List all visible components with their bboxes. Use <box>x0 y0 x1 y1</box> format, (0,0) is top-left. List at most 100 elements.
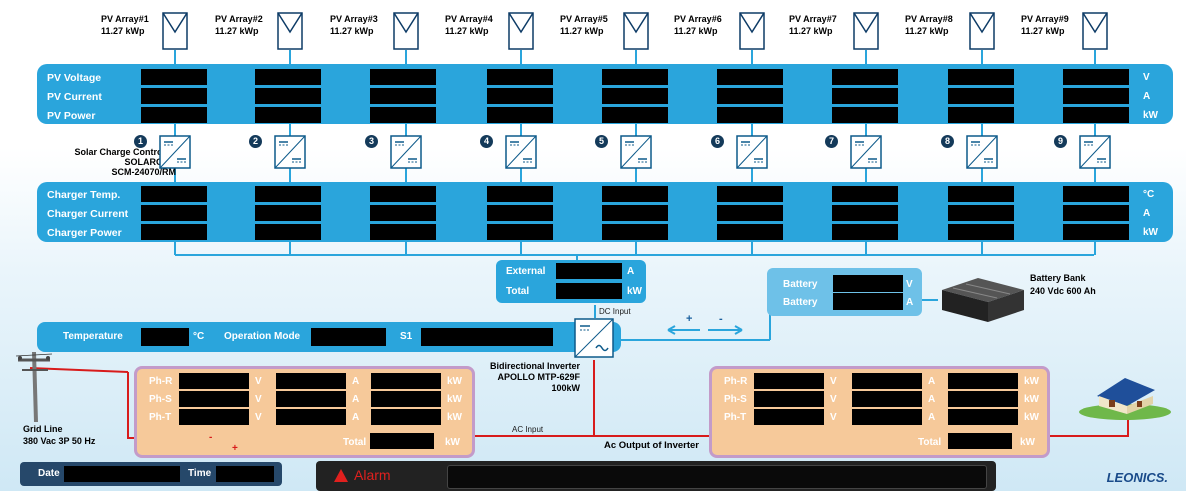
charger-value-cell <box>832 186 898 202</box>
charger-value-cell <box>602 205 668 221</box>
pv-value-cell <box>141 88 207 104</box>
phase-unit: A <box>352 412 360 423</box>
pv-value-cell <box>948 88 1014 104</box>
pv-value-cell <box>602 107 668 123</box>
controller-number-badge: 6 <box>711 135 724 148</box>
pv-voltage-unit: V <box>1143 72 1150 83</box>
charger-value-cell <box>370 205 436 221</box>
date-value <box>64 466 180 482</box>
pv-value-cell <box>948 107 1014 123</box>
pv-array-power: 11.27 kWp <box>101 26 145 36</box>
output-total-value <box>948 433 1012 449</box>
datetime-panel: Date Time <box>20 462 282 486</box>
phase-value-cell <box>948 409 1018 425</box>
dc-panel: External A Total kW <box>496 260 646 303</box>
battery-bank-line1: Battery Bank <box>1030 273 1086 283</box>
charger-value-cell <box>487 224 553 240</box>
controller-number-badge: 2 <box>249 135 262 148</box>
phase-value-cell <box>276 373 346 389</box>
pv-array-power: 11.27 kWp <box>1021 26 1065 36</box>
charge-controller-icon <box>159 135 191 169</box>
phase-value-cell <box>754 391 824 407</box>
dc-plus-sign: + <box>686 313 693 325</box>
solar-panel-icon <box>1082 12 1108 50</box>
pv-current-unit: A <box>1143 91 1151 102</box>
solar-panel-icon <box>277 12 303 50</box>
operation-mode-value <box>311 328 386 346</box>
charger-value-cell <box>832 224 898 240</box>
battery-bank-line2: 240 Vdc 600 Ah <box>1030 286 1096 296</box>
grid-total-unit: kW <box>445 437 460 448</box>
pv-array-label: PV Array#3 11.27 kWp <box>330 13 378 37</box>
phase-value-cell <box>852 409 922 425</box>
total-unit: kW <box>627 286 642 297</box>
ac-output-label: Ac Output of Inverter <box>604 440 700 451</box>
s1-label: S1 <box>400 331 413 342</box>
phase-unit: kW <box>1024 412 1039 423</box>
controller-number-badge: 9 <box>1054 135 1067 148</box>
battery-bank-label: Battery Bank 240 Vdc 600 Ah <box>1030 272 1096 298</box>
controller-number-badge: 3 <box>365 135 378 148</box>
controller-line2: SOLARCON <box>124 157 177 167</box>
pv-value-cell <box>602 88 668 104</box>
charge-controller-icon <box>274 135 306 169</box>
pv-value-cell <box>370 88 436 104</box>
pv-value-cell <box>832 107 898 123</box>
phase-unit: V <box>255 376 262 387</box>
external-unit: A <box>627 266 635 277</box>
charger-value-cell <box>602 224 668 240</box>
pv-value-cell <box>370 69 436 85</box>
charge-controller-icon <box>620 135 652 169</box>
phase-value-cell <box>276 409 346 425</box>
phase-value-cell <box>371 409 441 425</box>
controller-line3: SCM-24070/RM <box>111 167 176 177</box>
temperature-value <box>141 328 189 346</box>
charger-value-cell <box>141 186 207 202</box>
pv-array-power: 11.27 kWp <box>789 26 833 36</box>
dc-minus-sign: - <box>719 313 723 325</box>
phase-value-cell <box>852 373 922 389</box>
solar-panel-icon <box>623 12 649 50</box>
phase-value-cell <box>179 391 249 407</box>
s1-value <box>421 328 553 346</box>
external-label: External <box>506 266 546 277</box>
pv-value-cell <box>255 69 321 85</box>
pv-power-unit: kW <box>1143 110 1158 121</box>
alarm-bar: Alarm <box>316 461 996 491</box>
charge-controller-icon <box>505 135 537 169</box>
dc-input-label: DC Input <box>599 307 631 316</box>
charger-value-cell <box>948 186 1014 202</box>
leonics-logo: LEONICS. <box>1106 470 1168 485</box>
battery-current-value <box>833 293 903 310</box>
pv-array-name: PV Array#2 <box>215 14 263 24</box>
phase-unit: kW <box>447 376 462 387</box>
inverter-label: Bidirectional Inverter APOLLO MTP-629F 1… <box>468 361 580 394</box>
charger-value-cell <box>255 186 321 202</box>
pv-value-cell <box>832 88 898 104</box>
phase-unit: V <box>255 412 262 423</box>
phase-value-cell <box>276 391 346 407</box>
phase-value-cell <box>179 409 249 425</box>
pv-power-label: PV Power <box>47 110 96 122</box>
phase-value-cell <box>948 373 1018 389</box>
pv-value-cell <box>487 107 553 123</box>
pv-voltage-label: PV Voltage <box>47 72 102 84</box>
pv-value-cell <box>255 107 321 123</box>
charger-value-cell <box>370 186 436 202</box>
pv-array-power: 11.27 kWp <box>330 26 374 36</box>
date-label: Date <box>38 468 60 479</box>
controller-number-badge: 5 <box>595 135 608 148</box>
pv-array-name: PV Array#5 <box>560 14 608 24</box>
battery-label-2: Battery <box>783 297 818 308</box>
pv-array-name: PV Array#3 <box>330 14 378 24</box>
battery-unit-1: V <box>906 279 913 290</box>
controller-number-badge: 8 <box>941 135 954 148</box>
alarm-label: Alarm <box>354 467 391 483</box>
time-label: Time <box>188 468 212 479</box>
charger-value-cell <box>370 224 436 240</box>
